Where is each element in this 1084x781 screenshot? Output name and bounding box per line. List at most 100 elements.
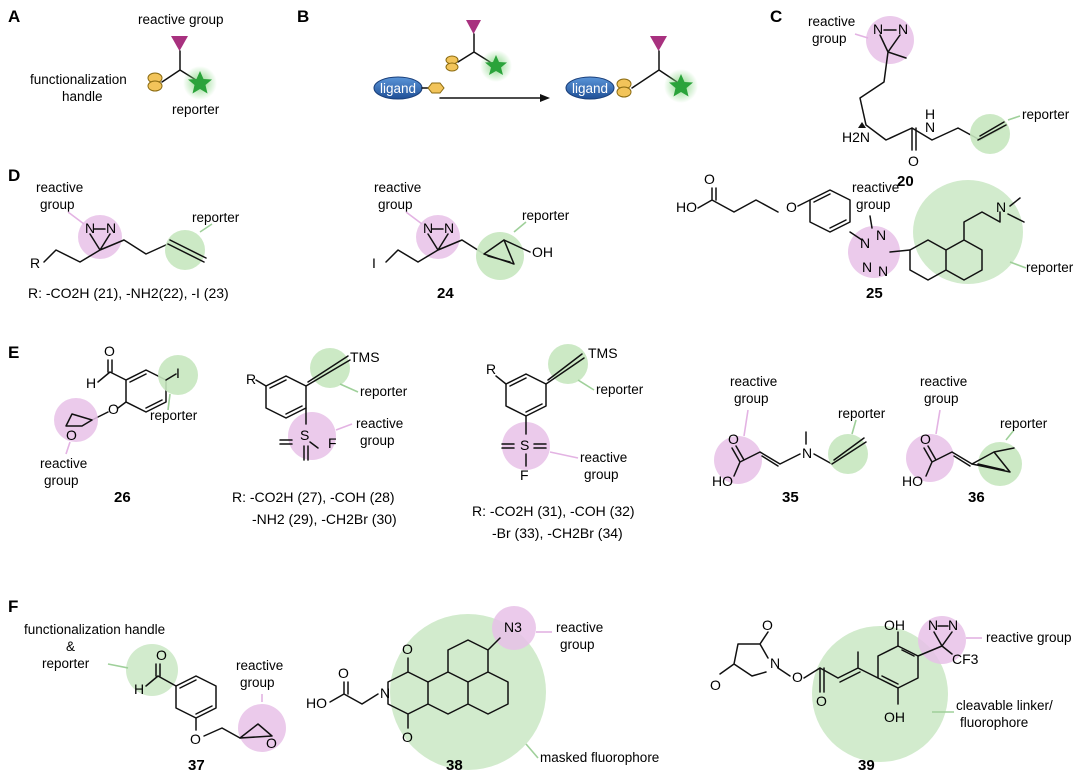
probe-b-handle-lobe: [445, 62, 459, 72]
d25-n-dimethyl: N: [996, 199, 1006, 215]
c-nh-h: H: [925, 106, 935, 122]
d21-reporter-label: reporter: [192, 210, 240, 225]
d25-chain: [697, 187, 811, 213]
d25-reactive-line1: reactive: [852, 180, 899, 195]
f38-reactive-line1: reactive: [556, 620, 603, 635]
e35-reactive-line2: group: [734, 391, 769, 406]
d24-skeleton: [385, 228, 485, 263]
e31-reactive-leader: [549, 451, 579, 459]
f37-h: H: [134, 681, 144, 697]
f38-n3: N3: [504, 619, 522, 635]
e27-s: S: [300, 427, 309, 443]
reactive-group-label: reactive group: [138, 12, 224, 27]
f37-reactive-line1: reactive: [236, 658, 283, 673]
d25-reporter-highlight: [913, 180, 1023, 284]
e26-reactive-highlight: [54, 398, 98, 442]
f37-o-ether: O: [190, 731, 201, 747]
c-reactive-leader: [854, 33, 869, 39]
e27-r-line2: -NH2 (29), -CH2Br (30): [252, 511, 397, 527]
e31-reporter-label: reporter: [596, 382, 644, 397]
e31-reactive-highlight: [502, 422, 550, 470]
f39-o-carbonyl: O: [816, 693, 827, 709]
compound-20-label: 20: [897, 173, 914, 190]
e27-alkyne: [305, 355, 351, 387]
c-reactive-line2: group: [812, 31, 847, 46]
compound-36-label: 36: [968, 489, 985, 506]
f39-cleavable-line2: fluorophore: [960, 715, 1028, 730]
e27-f: F: [328, 435, 337, 451]
e36-reactive-line1: reactive: [920, 374, 967, 389]
d25-n3: N: [862, 259, 872, 275]
e36-cyclopropene: [971, 447, 1015, 473]
f38-ho: HO: [306, 695, 327, 711]
f37-handle-leader: [107, 663, 129, 669]
d24-reactive-leader: [405, 211, 423, 225]
c-n1: N: [873, 21, 883, 37]
e26-reactive-line1: reactive: [40, 456, 87, 471]
e27-reactive-highlight: [288, 412, 336, 460]
f39-n-succ: N: [770, 655, 780, 671]
ligand-label-right: ligand: [572, 81, 608, 96]
f38-reactive-line2: group: [560, 637, 595, 652]
e31-sulfonyl: [501, 443, 547, 467]
e35-reactive-leader: [743, 409, 749, 437]
compound-26-label: 26: [114, 489, 131, 506]
e31-r: R: [486, 361, 496, 377]
e27-r-line1: R: -CO2H (27), -COH (28): [232, 489, 395, 505]
f38-masked-label: masked fluorophore: [540, 750, 659, 765]
compound-37: functionalization handle & reporter O H …: [24, 622, 286, 774]
c-wedge: [858, 122, 866, 128]
c-reactive-highlight: [866, 16, 914, 64]
e26-epoxide: [65, 413, 93, 427]
f37-handle-highlight: [126, 644, 178, 696]
d25-ho: HO: [676, 199, 697, 215]
f38-n: N: [380, 685, 390, 701]
d25-reporter-leader: [1009, 261, 1027, 269]
f37-epoxide: [239, 723, 273, 739]
f38-imide: [387, 657, 429, 729]
d21-reactive-leader: [67, 211, 85, 225]
d24-cyclopropene: [483, 239, 515, 265]
handle-label-line2: handle: [62, 89, 103, 104]
e35-reporter-leader: [851, 419, 857, 435]
compound-21-23: reactive group N N reporter R R: -CO2H (…: [28, 180, 240, 301]
compound-24: reactive group N N reporter I OH 24: [372, 180, 570, 302]
f37-ring: [175, 675, 217, 719]
e26-reporter-label: reporter: [150, 408, 198, 423]
e31-ring: [505, 373, 547, 417]
f38-naphthalimide: [427, 637, 509, 715]
e31-r-line1: R: -CO2H (31), -COH (32): [472, 503, 635, 519]
compound-25: HO O O reactive group N N N N N reporter…: [676, 171, 1074, 302]
f38-reactive-highlight: [492, 606, 536, 650]
e36-reporter-label: reporter: [1000, 416, 1048, 431]
f37-o-epoxide: O: [266, 735, 277, 751]
product-ligand-ellipse: [565, 76, 615, 100]
compound-26: O H I reporter O O reactive group 26: [40, 343, 198, 506]
f38-acetic: [329, 681, 379, 705]
product-handle-lobe: [616, 86, 632, 98]
d21-n1: N: [85, 220, 95, 236]
e35-alkyne: [831, 437, 867, 465]
d21-n2: N: [106, 220, 116, 236]
e35-n: N: [802, 445, 812, 461]
e36-reporter-highlight: [978, 442, 1022, 486]
e36-reactive-leader: [935, 409, 941, 435]
f39-o-ester: O: [792, 669, 803, 685]
e31-f: F: [520, 467, 529, 483]
compound-39: N N CF3 OH OH O O N O O reactive group c…: [710, 616, 1072, 774]
e27-sulfonyl: [279, 439, 319, 461]
panel-c: C reactive group N N reporter H2N N H O …: [770, 7, 1070, 190]
panel-b: B ligand ligand: [297, 7, 698, 103]
e27-reactive-leader: [335, 423, 353, 431]
c-carbonyl: [911, 127, 917, 151]
f39-cleavable-line1: cleavable linker/: [956, 698, 1053, 713]
panel-letter-b: B: [297, 7, 309, 26]
d21-reactive-highlight: [78, 215, 122, 259]
f38-o-top: O: [402, 641, 413, 657]
e27-r-bond: [255, 379, 267, 387]
f39-reactive-label: reactive group: [986, 630, 1072, 645]
e36-reporter-leader: [1005, 429, 1015, 441]
f39-diazirine: [917, 625, 953, 657]
f39-oh-top: OH: [884, 617, 905, 633]
